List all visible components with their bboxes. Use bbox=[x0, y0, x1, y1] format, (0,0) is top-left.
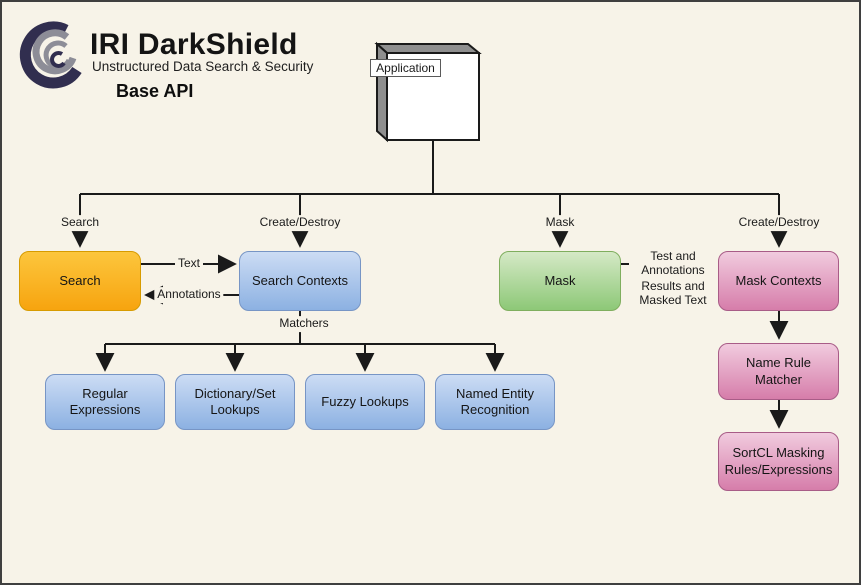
edge-label-results-masked-text: Results and Masked Text bbox=[625, 279, 721, 309]
brand-title: IRI DarkShield bbox=[90, 28, 298, 61]
edge-label-search: Search bbox=[57, 215, 103, 231]
node-search-contexts: Search Contexts bbox=[239, 251, 361, 311]
page-title: Base API bbox=[116, 81, 194, 101]
edge-label-create-destroy-left: Create/Destroy bbox=[256, 215, 344, 231]
node-sortcl-masking-rules: SortCL Masking Rules/Expressions bbox=[718, 432, 839, 491]
node-named-entity-recognition: Named Entity Recognition bbox=[435, 374, 555, 430]
edge-label-text: Text bbox=[174, 256, 204, 272]
edge-label-mask: Mask bbox=[542, 215, 578, 231]
node-regular-expressions: Regular Expressions bbox=[45, 374, 165, 430]
node-fuzzy-lookups: Fuzzy Lookups bbox=[305, 374, 425, 430]
darkshield-logo-icon bbox=[19, 21, 82, 89]
node-mask-contexts: Mask Contexts bbox=[718, 251, 839, 311]
edge-label-test-annotations: Test and Annotations bbox=[629, 249, 717, 279]
node-name-rule-matcher: Name Rule Matcher bbox=[718, 343, 839, 400]
node-mask: Mask bbox=[499, 251, 621, 311]
application-node-label: Application bbox=[370, 59, 441, 77]
brand-tagline: Unstructured Data Search & Security bbox=[92, 59, 314, 74]
edge-label-annotations: Annotations bbox=[154, 287, 224, 303]
edge-label-matchers: Matchers bbox=[276, 316, 332, 332]
edge-label-create-destroy-right: Create/Destroy bbox=[735, 215, 823, 231]
application-cube-top bbox=[374, 43, 482, 54]
node-dictionary-set-lookups: Dictionary/Set Lookups bbox=[175, 374, 295, 430]
node-search: Search bbox=[19, 251, 141, 311]
